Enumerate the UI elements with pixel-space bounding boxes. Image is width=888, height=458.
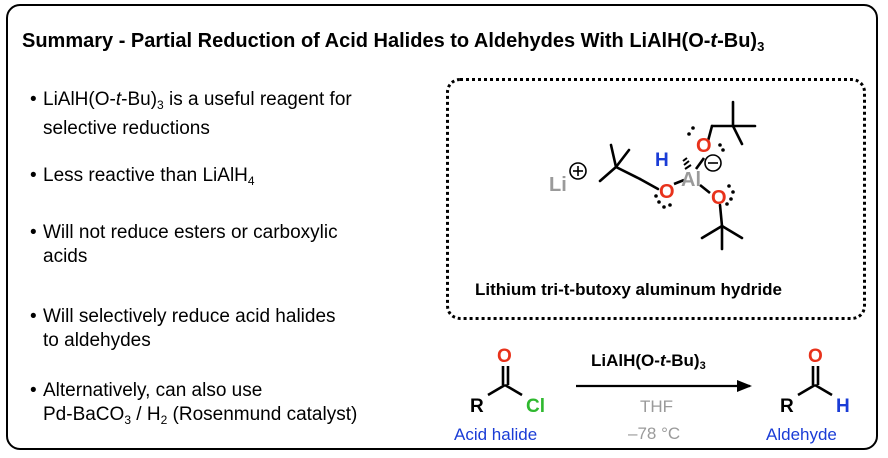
bullet-dot: • [30,89,37,110]
acid-halide-label: Acid halide [454,425,538,444]
product-r-label: R [780,396,794,417]
al-h-hashed-bond [682,157,692,170]
structure-box [446,78,866,320]
lithium-label: Li [549,174,567,196]
oxygen-top-label: O [696,135,712,157]
acid-halide-bonds [487,366,523,397]
bullet-dot: • [30,306,37,327]
product-oxygen-label: O [808,346,823,367]
lone-pair-dots [654,126,735,209]
aldehyde-label: Aldehyde [766,425,837,444]
reactant-r-label: R [470,396,484,417]
temperature-label: –78 °C [628,424,681,443]
tbu-top-bonds [706,100,757,146]
hydride-label: H [655,150,669,171]
bullet-dot: • [30,222,37,243]
oxygen-bottom-label: O [711,187,727,209]
summary-frame [6,4,878,450]
solvent-label: THF [640,397,674,416]
tbu-left-bonds [598,143,660,191]
oxygen-left-label: O [659,181,675,203]
bullet-dot: • [30,165,37,186]
aluminum-label: Al [681,169,701,191]
aldehyde-bonds [797,366,833,397]
product-h-label: H [836,396,850,417]
structure-caption: Lithium tri-t-butoxy aluminum hydride [475,280,782,299]
bullet-dot: • [30,380,37,401]
reagent-label: LiAlH(O-t-Bu)3 [591,351,706,372]
reactant-cl-label: Cl [526,396,545,417]
al-o-bonds [673,157,711,195]
page-title: Summary - Partial Reduction of Acid Hali… [22,30,765,54]
reaction-arrowhead [737,380,752,392]
reactant-oxygen-label: O [497,346,512,367]
tbu-bottom-bonds [700,203,744,251]
